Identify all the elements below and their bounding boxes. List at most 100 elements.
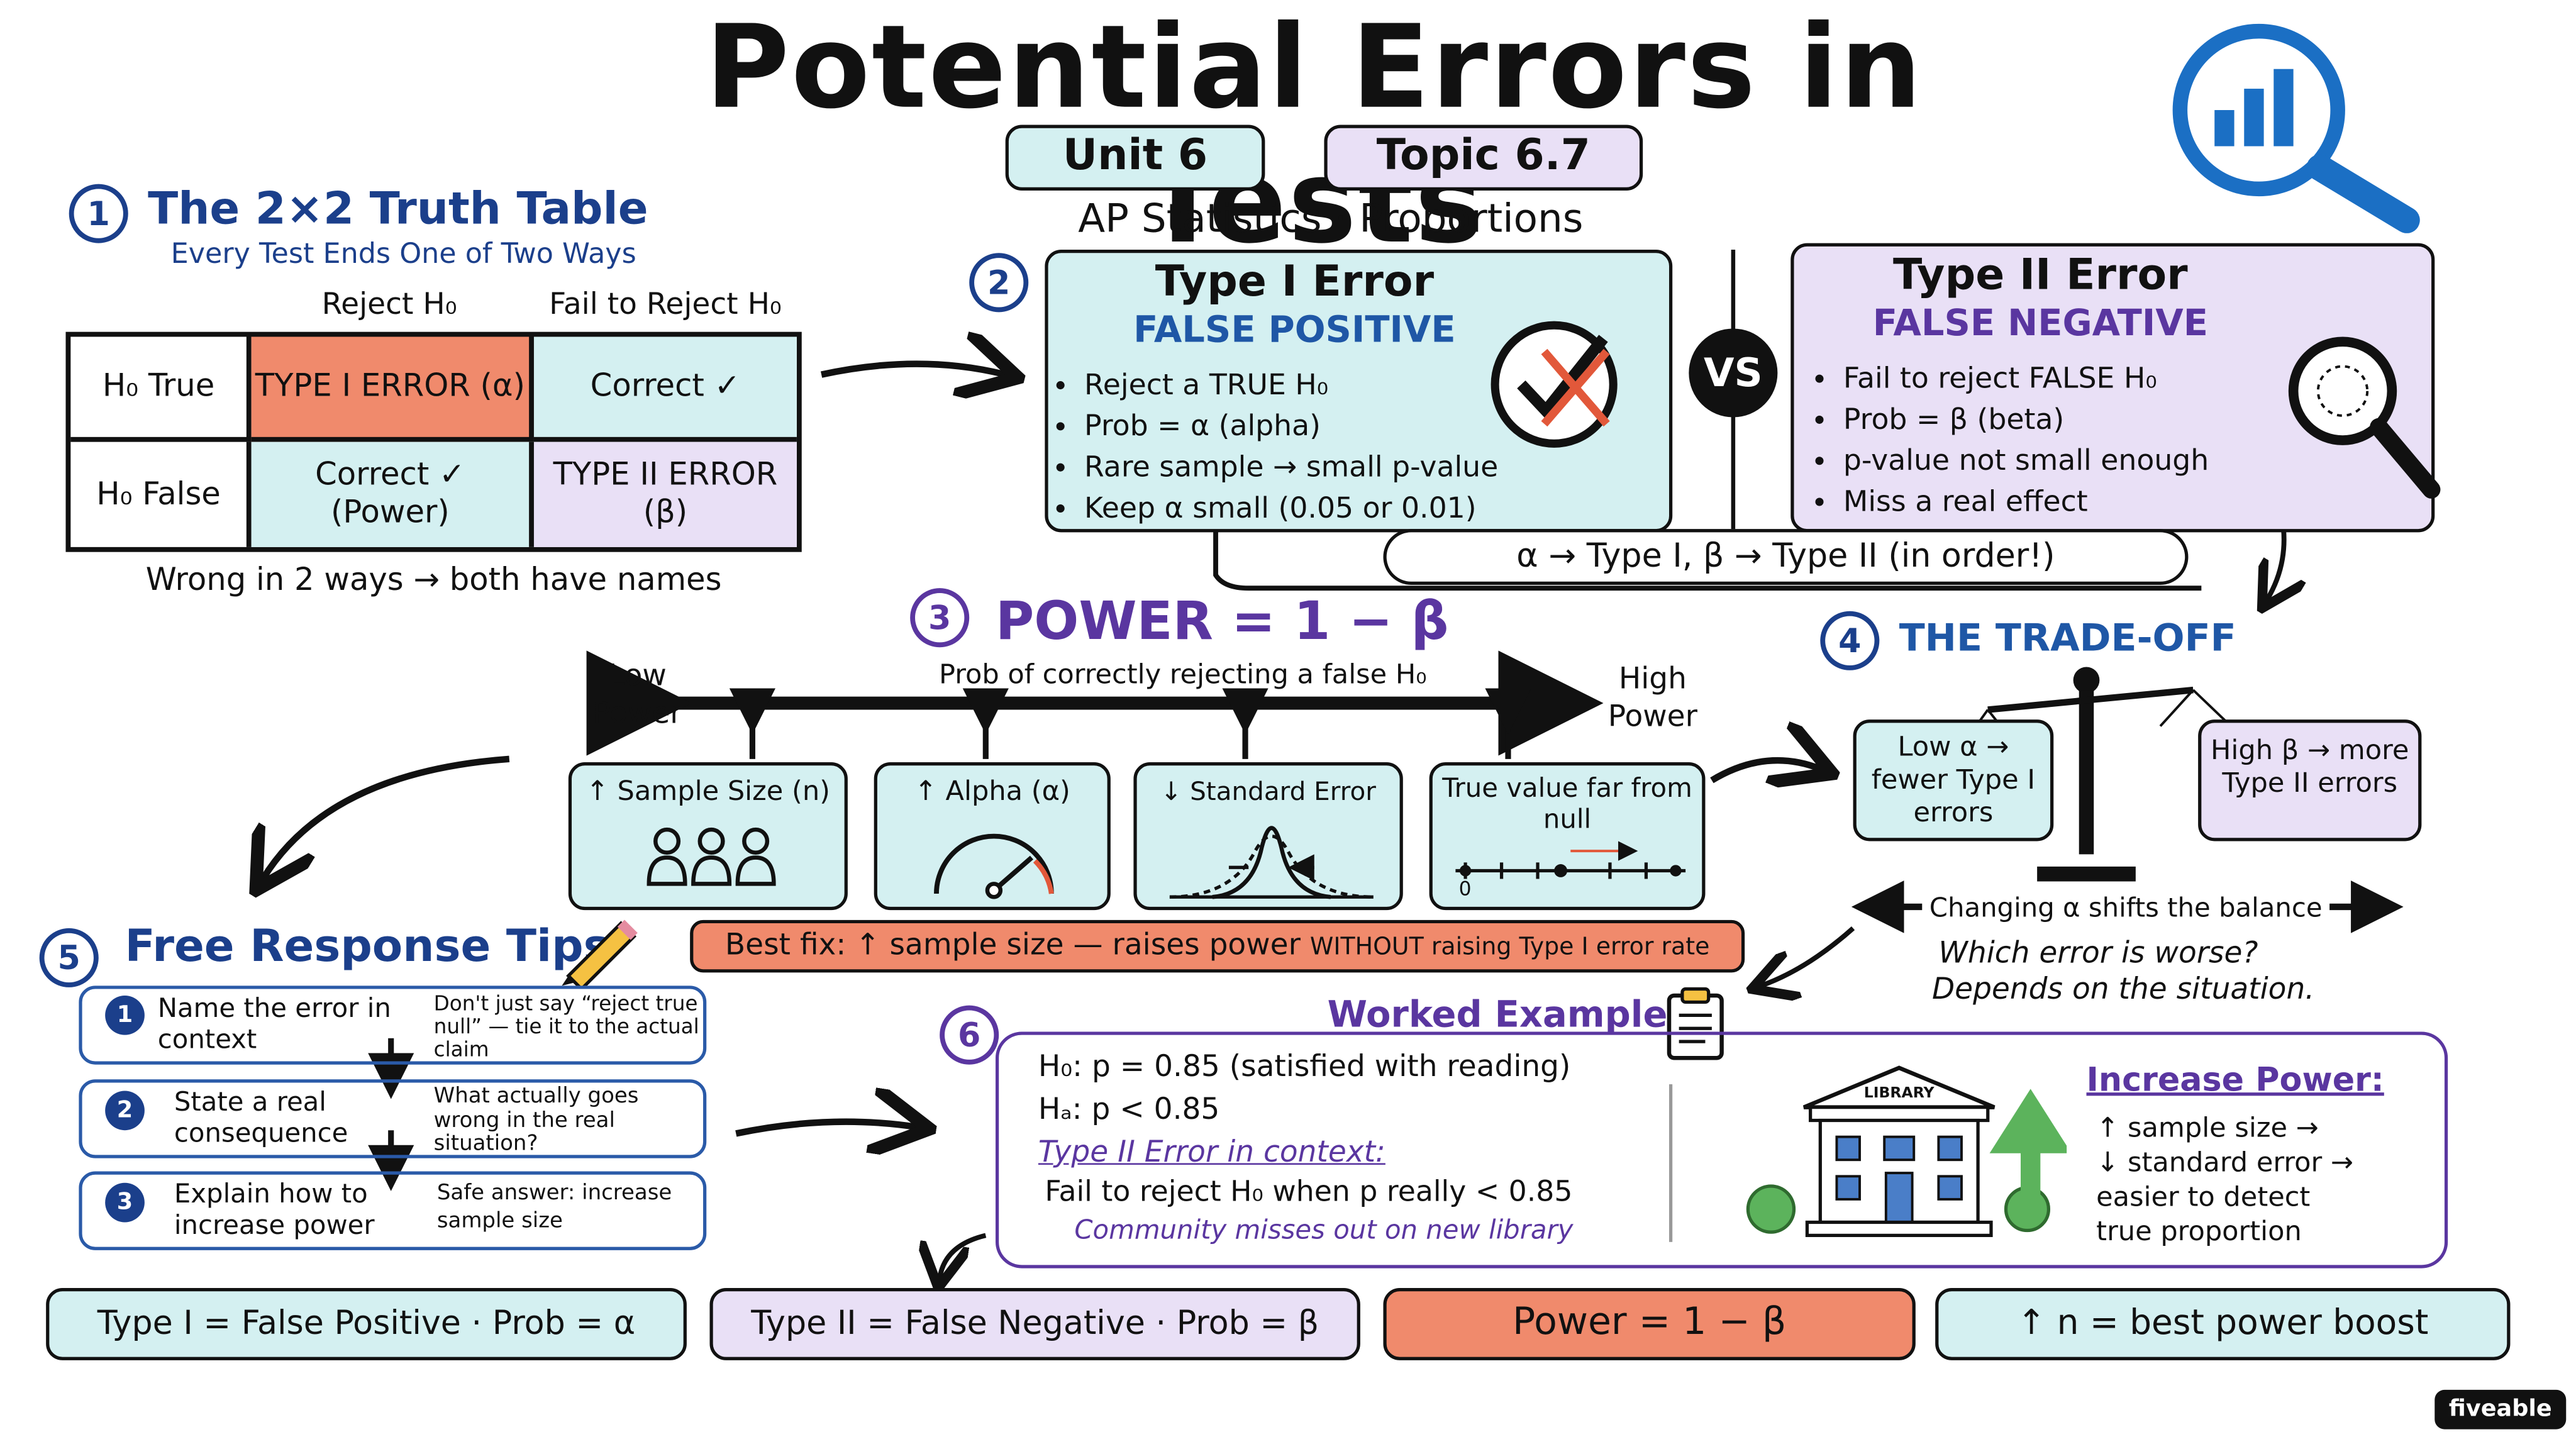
increase-power-lines: ↑ sample size → ↓ standard error → easie…: [2096, 1111, 2353, 1248]
check-cross-icon: [1491, 321, 1618, 448]
number-line-icon: [1455, 841, 1686, 879]
section-1-subtitle: Every Test Ends One of Two Ways: [170, 238, 636, 272]
arrow-tips-to-example: [735, 1122, 916, 1134]
section-5-number: 5: [39, 928, 99, 987]
balance-note: Changing α shifts the balance: [1929, 892, 2323, 924]
unit-badge: Unit 6: [1005, 125, 1265, 191]
summary-type1: Type I = False Positive · Prob = α: [46, 1287, 687, 1360]
section-4-number: 4: [1820, 611, 1880, 670]
power-line: ↑ sample size →: [2096, 1112, 2319, 1144]
magnifying-glass-icon: [2288, 336, 2441, 499]
tradeoff-high-beta: High β → more Type II errors: [2198, 719, 2422, 841]
tip-number: 3: [105, 1182, 145, 1223]
cell-correct-1: Correct ✓: [533, 336, 797, 442]
type2-bullets: Fail to reject FALSE H₀ Prob = β (beta) …: [1817, 362, 2319, 526]
normal-curves-icon: [1169, 826, 1374, 899]
tip-number: 1: [105, 995, 145, 1035]
power-axis-label: Prob of correctly rejecting a false H₀: [938, 658, 1427, 691]
summary-type2: Type II = False Negative · Prob = β: [709, 1287, 1360, 1360]
high-power-label: High Power: [1607, 662, 1697, 735]
magnifier-chart-icon: [2172, 23, 2420, 233]
tip-main: State a real consequence: [174, 1085, 348, 1148]
factor-label: True value far from null: [1442, 772, 1692, 835]
factor-sample-size: ↑ Sample Size (n): [568, 762, 848, 911]
clipboard-icon: [1667, 987, 1724, 1060]
type2-bullet: Fail to reject FALSE H₀: [1843, 362, 2320, 397]
section-1-number: 1: [69, 184, 128, 243]
section-3-number: 3: [910, 588, 970, 648]
tip-1: 1 Name the error in context Don't just s…: [79, 985, 707, 1065]
type1-bullet: Rare sample → small p-value: [1084, 450, 1610, 486]
vs-badge: VS: [1689, 328, 1778, 418]
factor-label: ↑ Alpha (α): [914, 775, 1070, 807]
course-subtitle: AP Statistics · Proportions: [1078, 195, 1584, 242]
type2-card: Type II Error FALSE NEGATIVE Fail to rej…: [1790, 243, 2441, 533]
worked-example-title: Worked Example: [1327, 995, 1668, 1037]
tip-number: 2: [105, 1091, 145, 1131]
type2-bullet: Prob = β (beta): [1843, 402, 2320, 438]
type1-bullets: Reject a TRUE H₀ Prob = α (alpha) Rare s…: [1058, 368, 1610, 532]
arrow-tradeoff-to-example: [1761, 926, 1855, 985]
cell-correct-power: Correct ✓ (Power): [251, 441, 534, 547]
truth-table: H₀ True TYPE I ERROR (α) Correct ✓ H₀ Fa…: [65, 331, 802, 552]
section-6-number: 6: [940, 1005, 999, 1065]
tradeoff-title: THE TRADE-OFF: [1899, 618, 2236, 661]
summary-sample-size: ↑ n = best power boost: [1935, 1287, 2511, 1360]
factor-true-value: True value far from null 0: [1429, 762, 1706, 911]
factor-standard-error: ↓ Standard Error: [1133, 762, 1403, 911]
alpha-beta-order-note: α → Type I, β → Type II (in order!): [1383, 529, 2189, 585]
summary-power: Power = 1 − β: [1383, 1287, 1916, 1360]
topic-badge: Topic 6.7: [1324, 125, 1643, 191]
power-line: true proportion: [2096, 1216, 2302, 1247]
power-title: POWER = 1 − β: [995, 589, 1449, 653]
truth-table-footer: Wrong in 2 ways → both have names: [145, 562, 722, 598]
arrow-factors-to-tradeoff: [1710, 760, 1820, 780]
context-line: Fail to reject H₀ when p really < 0.85: [1045, 1176, 1573, 1209]
worse-question: Which error is worse?: [1938, 936, 2258, 971]
worse-answer: Depends on the situation.: [1931, 972, 2315, 1008]
h0-value: p = 0.85 (satisfied with reading): [1091, 1050, 1571, 1085]
type1-title: Type I Error: [1155, 258, 1435, 308]
col-header-fail: Fail to Reject H₀: [549, 287, 782, 322]
context-note: Community misses out on new library: [1074, 1214, 1574, 1246]
ha-line: Hₐ: p < 0.85: [1038, 1091, 1219, 1131]
col-header-reject: Reject H₀: [321, 287, 457, 322]
factor-label: ↑ Sample Size (n): [586, 775, 830, 807]
arrow-to-tradeoff: [2267, 528, 2284, 599]
factor-alpha: ↑ Alpha (α): [874, 762, 1111, 911]
library-sign: LIBRARY: [1863, 1085, 1935, 1102]
arrow-to-power: [1213, 529, 2202, 591]
power-line: ↓ standard error →: [2096, 1146, 2354, 1178]
cell-type1-error: TYPE I ERROR (α): [251, 336, 534, 442]
best-fix-banner: Best fix: ↑ sample size — raises power W…: [690, 919, 1745, 973]
row-header-h0-false: H₀ False: [70, 441, 252, 547]
tip-2: 2 State a real consequence What actually…: [79, 1079, 707, 1158]
frq-tips-title: Free Response Tips: [125, 921, 610, 973]
type1-card: Type I Error FALSE POSITIVE Reject a TRU…: [1045, 250, 1673, 533]
ha-label: Hₐ:: [1038, 1092, 1082, 1127]
h0-label: H₀:: [1038, 1050, 1082, 1085]
tip-note: What actually goes wrong in the real sit…: [433, 1084, 639, 1157]
row-header-h0-true: H₀ True: [70, 336, 252, 442]
tip-note: Safe answer: increase sample size: [436, 1181, 672, 1234]
tip-3: 3 Explain how to increase power Safe ans…: [79, 1171, 707, 1250]
library-building-icon: [1746, 1065, 2067, 1237]
low-power-label: Low Power: [592, 658, 682, 731]
cell-type2-error: TYPE II ERROR (β): [533, 441, 797, 547]
section-1-title: The 2×2 Truth Table: [148, 184, 648, 235]
type1-subtitle: FALSE POSITIVE: [1133, 310, 1456, 352]
power-line: easier to detect: [2096, 1181, 2311, 1213]
tip-note: Don't just say “reject true null” — tie …: [433, 991, 699, 1062]
increase-power-title: Increase Power:: [2086, 1059, 2384, 1099]
best-fix-text: Best fix: ↑ sample size — raises power: [724, 928, 1310, 963]
type1-bullet: Prob = α (alpha): [1084, 409, 1610, 445]
tip-main: Name the error in context: [157, 992, 391, 1055]
context-title: Type II Error in context:: [1038, 1135, 1385, 1170]
example-divider: [1668, 1084, 1673, 1242]
ha-value: p < 0.85: [1091, 1092, 1220, 1127]
type1-bullet: Keep α small (0.05 or 0.01): [1084, 491, 1610, 527]
people-icon: [647, 827, 776, 886]
type2-bullet: p-value not small enough: [1843, 443, 2320, 479]
